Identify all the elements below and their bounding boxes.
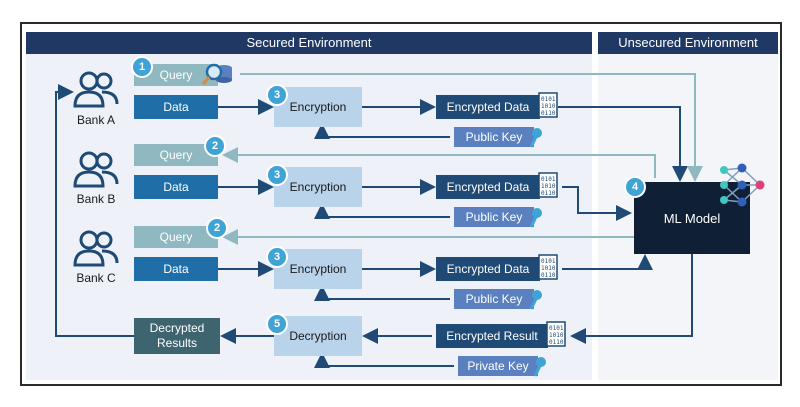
svg-text:1010: 1010 xyxy=(541,183,556,190)
step-2-badge: 2 xyxy=(204,135,226,157)
query-box-c: Query xyxy=(134,226,218,248)
encrypted-result-box: Encrypted Result xyxy=(436,324,548,348)
data-box-a: Data xyxy=(134,95,218,119)
encrypted-data-box-a: Encrypted Data xyxy=(436,95,540,119)
public-key-box-a: Public Key xyxy=(454,127,534,147)
svg-text:0110: 0110 xyxy=(549,339,564,346)
secured-environment-header: Secured Environment xyxy=(26,32,592,54)
svg-text:0110: 0110 xyxy=(541,110,556,117)
public-key-box-b: Public Key xyxy=(454,207,534,227)
neural-network-icon xyxy=(720,163,765,207)
arrow-model-to-encrypted-result xyxy=(570,254,693,344)
svg-text:0101: 0101 xyxy=(541,258,556,265)
step-5-badge: 5 xyxy=(266,313,288,335)
unsecured-environment-header: Unsecured Environment xyxy=(598,32,778,54)
key-icon xyxy=(529,290,542,310)
arrow-query-a-to-model xyxy=(240,73,703,182)
svg-text:0101: 0101 xyxy=(541,96,556,103)
encryption-box-c: Encryption xyxy=(274,249,362,289)
step-2-badge: 2 xyxy=(206,217,228,239)
step-3-badge: 3 xyxy=(266,164,288,186)
arrow-encrypted-c-to-model xyxy=(562,254,653,270)
encryption-box-a: Encryption xyxy=(274,87,362,127)
search-database-icon xyxy=(201,63,232,85)
decryption-box: Decryption xyxy=(274,316,362,356)
arrow-results-to-bank-a xyxy=(55,84,134,337)
bank-a-label: Bank A xyxy=(76,113,116,127)
svg-text:0101: 0101 xyxy=(549,325,564,332)
arrow-publickey-to-encryption-b xyxy=(314,203,450,219)
private-key-box: Private Key xyxy=(458,356,538,376)
svg-text:0110: 0110 xyxy=(541,272,556,279)
binary-document-icon: 0101 1010 0110 xyxy=(546,321,566,347)
data-box-b: Data xyxy=(134,175,218,199)
svg-text:1010: 1010 xyxy=(541,265,556,272)
query-box-a: Query xyxy=(134,64,218,86)
binary-document-icon: 0101 1010 0110 xyxy=(538,92,558,118)
svg-text:1010: 1010 xyxy=(549,332,564,339)
svg-text:0101: 0101 xyxy=(541,176,556,183)
arrow-model-to-query-b xyxy=(222,147,656,178)
step-3-badge: 3 xyxy=(266,84,288,106)
arrow-publickey-to-encryption-a xyxy=(314,123,450,139)
binary-document-icon: 0101 1010 0110 xyxy=(538,172,558,198)
bank-b-label: Bank B xyxy=(76,192,116,206)
key-icon xyxy=(529,128,542,148)
decrypted-results-box: Decrypted Results xyxy=(134,318,220,354)
people-icon xyxy=(73,230,119,267)
binary-document-icon: 0101 1010 0110 xyxy=(538,254,558,280)
svg-text:0110: 0110 xyxy=(541,190,556,197)
people-icon xyxy=(73,71,119,108)
encryption-box-b: Encryption xyxy=(274,167,362,207)
key-icon xyxy=(533,357,546,377)
encrypted-data-box-b: Encrypted Data xyxy=(436,175,540,199)
data-box-c: Data xyxy=(134,257,218,281)
arrow-publickey-to-encryption-c xyxy=(314,285,450,301)
bank-c-label: Bank C xyxy=(76,271,116,285)
key-icon xyxy=(529,208,542,228)
arrow-encrypted-b-to-model xyxy=(562,186,632,221)
encrypted-data-box-c: Encrypted Data xyxy=(436,257,540,281)
step-1-badge: 1 xyxy=(131,56,153,78)
arrow-encrypted-a-to-model xyxy=(558,106,688,182)
query-box-b: Query xyxy=(134,144,218,166)
step-3-badge: 3 xyxy=(266,246,288,268)
step-4-badge: 4 xyxy=(624,176,646,198)
public-key-box-c: Public Key xyxy=(454,289,534,309)
people-icon xyxy=(73,151,119,188)
svg-text:1010: 1010 xyxy=(541,103,556,110)
arrow-privatekey-to-decryption xyxy=(314,352,454,368)
